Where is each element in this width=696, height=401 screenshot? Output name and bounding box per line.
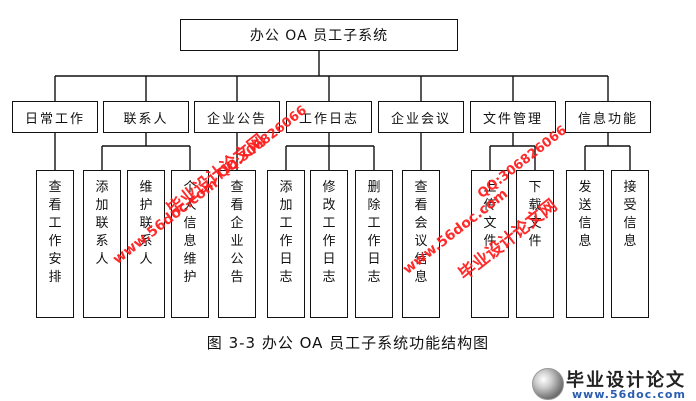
leaf-upload-file: 上传文件 — [471, 170, 509, 318]
site-logo: 毕业设计论文 www.56doc.com — [528, 364, 696, 401]
leaf-delete-log: 删除工作日志 — [355, 170, 393, 318]
leaf-maintain-contact: 维护联系人 — [127, 170, 165, 318]
leaf-download-file: 下载文件 — [516, 170, 554, 318]
root-node-label: 办公 OA 员工子系统 — [249, 28, 389, 44]
globe-icon — [532, 368, 564, 400]
root-node: 办公 OA 员工子系统 — [180, 19, 458, 51]
leaf-view-announcement: 查看企业公告 — [218, 170, 256, 318]
group-node-work-log: 工作日志 — [286, 101, 372, 133]
leaf-receive-message: 接受信息 — [611, 170, 649, 318]
group-node-file-management: 文件管理 — [470, 101, 556, 133]
leaf-personal-info: 个人信息维护 — [171, 170, 209, 318]
leaf-view-meeting: 查看会议信息 — [402, 170, 440, 318]
group-node-messaging: 信息功能 — [565, 101, 651, 133]
group-node-contacts: 联系人 — [103, 101, 189, 133]
logo-url: www.56doc.com — [572, 388, 686, 401]
leaf-view-schedule: 查看工作安排 — [36, 170, 74, 318]
leaf-add-contact: 添加联系人 — [83, 170, 121, 318]
logo-title: 毕业设计论文 — [566, 370, 686, 391]
group-node-daily-work: 日常工作 — [12, 101, 98, 133]
group-node-meetings: 企业会议 — [378, 101, 464, 133]
leaf-add-log: 添加工作日志 — [267, 170, 305, 318]
leaf-edit-log: 修改工作日志 — [310, 170, 348, 318]
leaf-send-message: 发送信息 — [566, 170, 604, 318]
figure-caption: 图 3-3 办公 OA 员工子系统功能结构图 — [206, 334, 490, 352]
group-node-announcements: 企业公告 — [194, 101, 280, 133]
